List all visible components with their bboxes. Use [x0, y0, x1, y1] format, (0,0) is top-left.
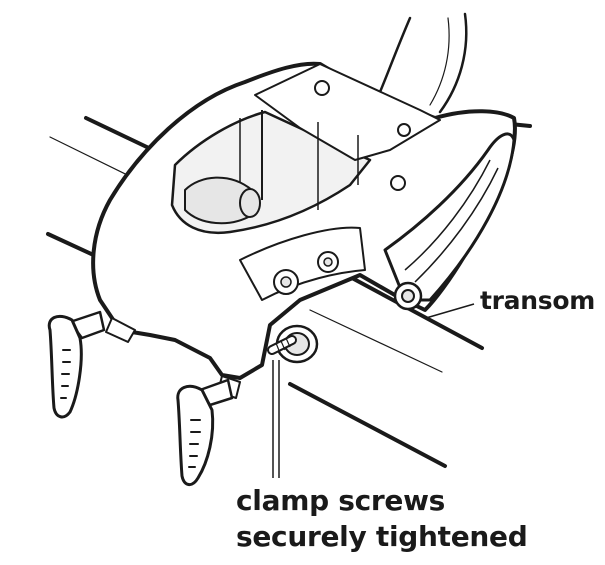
clamp-screws-label: clamp screws securely tightened [236, 483, 528, 555]
transducer-bracket-icon [91, 61, 517, 399]
clamp-handle-icon [47, 310, 106, 419]
clamp-screws-label-line1: clamp screws [236, 484, 446, 517]
clamp-screw-icon [267, 324, 319, 364]
clamp-handle-icon [176, 378, 234, 486]
clamp-screws-label-line2: securely tightened [236, 520, 528, 553]
callout-leaders [272, 303, 475, 478]
transom-label: transom [480, 286, 595, 315]
